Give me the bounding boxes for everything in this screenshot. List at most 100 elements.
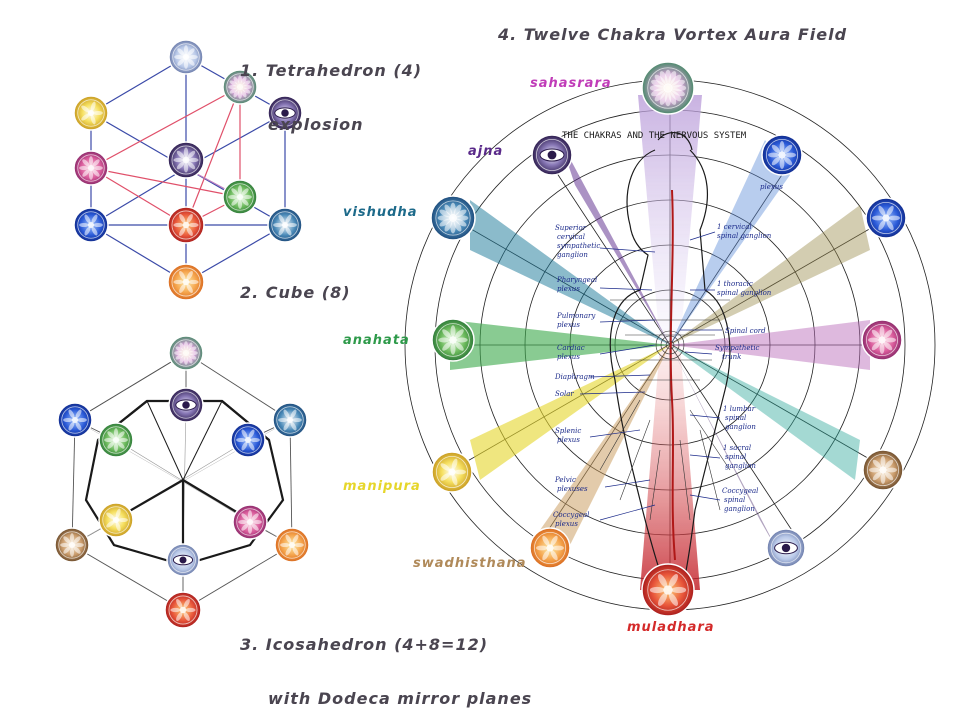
vortex-right-teal (670, 345, 860, 480)
nerve-label: Coccygeal (722, 487, 758, 495)
right-brown-disc (862, 449, 904, 491)
nerve-label: 1 sacral (723, 444, 751, 452)
nerve-label: Solar (555, 390, 574, 398)
title-icosahedron-line2: with Dodeca mirror planes (268, 689, 533, 708)
spinal-cord (669, 189, 676, 561)
vortex-anahata (450, 320, 670, 370)
chakra-discs (54, 39, 907, 629)
vortex-swadhisthana (540, 345, 670, 545)
eye-disc-right (267, 95, 303, 131)
title-icosahedron-line1: 3. Icosahedron (4+8=12) (240, 635, 489, 654)
nerve-label: ganglion (725, 423, 756, 431)
chakra-geometry-diagram: THE CHAKRAS AND THE NERVOUS SYSTEM Super… (54, 25, 936, 708)
crown-disc (168, 335, 204, 371)
nerve-label: spinal ganglion (717, 289, 772, 297)
vortex-right-olive (670, 205, 870, 345)
nerve-label: Superior (555, 224, 587, 232)
ajna-disc (531, 134, 573, 176)
nerve-label: plexus (557, 285, 580, 293)
title-tetrahedron: 1. Tetrahedron (4) explosion (240, 26, 422, 152)
blue-disc (230, 422, 266, 458)
nerve-label: Diaphragm (554, 373, 595, 381)
upper-right-disc (761, 134, 803, 176)
nerve-pointer-lines (579, 231, 722, 521)
nerve-label: ganglion (725, 462, 756, 470)
nerve-label: cervical (557, 233, 585, 241)
vishudha-disc (430, 195, 476, 241)
right-eye-disc (766, 528, 806, 568)
nerve-label: Spinal cord (725, 327, 766, 335)
teal-disc (272, 402, 308, 438)
title-icosahedron: 3. Icosahedron (4+8=12) with Dodeca mirr… (240, 600, 532, 726)
pink-disc (232, 504, 268, 540)
eye-disc (168, 387, 204, 423)
label-ajna: ajna (468, 144, 504, 159)
nervous-system-chart-title: THE CHAKRAS AND THE NERVOUS SYSTEM (562, 131, 747, 141)
eye-disc (166, 543, 200, 577)
sahasrara-disc (641, 61, 695, 115)
nerve-label: spinal (725, 414, 746, 422)
nerve-labels-right: plexus 1 cervical spinal ganglion 1 thor… (715, 183, 783, 513)
star-disc (98, 502, 134, 538)
nerve-label: plexus (760, 183, 783, 191)
eye-disc-top (168, 39, 204, 75)
label-sahasrara: sahasrara (530, 76, 612, 91)
nerve-label: Pelvic (554, 476, 576, 484)
label-muladhara: muladhara (627, 620, 715, 635)
red-disc (167, 206, 205, 244)
nerve-label: plexus (557, 436, 580, 444)
muladhara-disc (641, 563, 695, 617)
nerve-label: Cardiac (557, 344, 585, 352)
nerve-label: trunk (722, 353, 741, 361)
title-vortex-aura: 4. Twelve Chakra Vortex Aura Field (498, 25, 848, 44)
nerve-label: 1 lumbar (723, 405, 756, 413)
teal-disc (267, 207, 303, 243)
label-swadhisthana: swadhisthana (413, 556, 527, 571)
blue-disc (57, 402, 93, 438)
nerve-label: Sympathetic (715, 344, 760, 352)
nerve-plexus-web (599, 299, 731, 521)
vortex-right-pink (670, 320, 870, 370)
vortex-manipura (470, 345, 670, 480)
right-blue-disc (865, 197, 907, 239)
nerve-label: Splenic (555, 427, 581, 435)
green-disc (98, 422, 134, 458)
vortex-ajna (560, 140, 670, 345)
title-tetrahedron-line1: 1. Tetrahedron (4) (240, 61, 423, 80)
nerve-label: sympathetic (557, 242, 600, 250)
nerve-label: Pulmonary (556, 312, 596, 320)
vortex-sahasrara (638, 95, 702, 345)
diagram-canvas: THE CHAKRAS AND THE NERVOUS SYSTEM Super… (54, 39, 936, 629)
star-disc (73, 95, 109, 131)
red-disc (164, 591, 202, 629)
title-cube: 2. Cube (8) (240, 283, 351, 302)
label-vishudha: vishudha (343, 205, 418, 220)
nerve-label: Pharyngeal (556, 276, 597, 284)
human-figure-outline (609, 132, 731, 601)
label-anahata: anahata (343, 333, 410, 348)
right-pink-disc (861, 319, 903, 361)
blue-disc (73, 207, 109, 243)
vortex-lower-right-purple (670, 345, 780, 555)
manipura-disc (431, 451, 473, 493)
brown-disc (54, 527, 90, 563)
nerve-label: Coccygeal (553, 511, 589, 519)
swadhisthana-disc (529, 527, 571, 569)
center-disc (167, 141, 205, 179)
nerve-label: plexus (555, 520, 578, 528)
nerve-label: ganglion (557, 251, 588, 259)
anahata-disc (431, 318, 475, 362)
nerve-label: spinal (724, 496, 745, 504)
vortex-cones (450, 95, 870, 590)
crown-disc (222, 69, 258, 105)
title-tetrahedron-line2: explosion (268, 115, 364, 134)
pink-disc (73, 150, 109, 186)
orange-disc (167, 263, 205, 301)
nerve-label: spinal ganglion (717, 232, 772, 240)
nerve-label: 1 thoracic (717, 280, 753, 288)
vortex-vishudha (470, 200, 670, 345)
nerve-label: plexus (557, 353, 580, 361)
nerve-label: plexus (557, 321, 580, 329)
nerve-label: ganglion (724, 505, 755, 513)
green-disc (222, 179, 258, 215)
